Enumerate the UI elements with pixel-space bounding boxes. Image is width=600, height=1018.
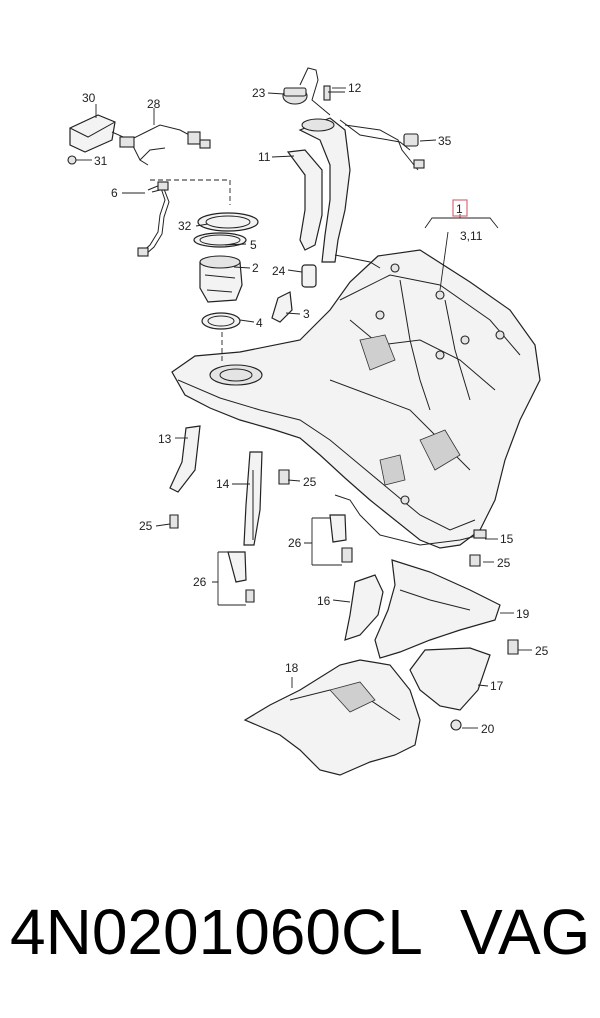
part-number-label: 4N0201060CL xyxy=(10,896,423,968)
heat-shield-17 xyxy=(409,647,491,731)
leader-lines xyxy=(76,87,532,729)
callout-3: 3 xyxy=(303,307,310,321)
callout-31: 31 xyxy=(94,154,108,168)
callout-14: 14 xyxy=(216,477,230,491)
bolts-25 xyxy=(169,469,519,655)
callout-1: 1 xyxy=(456,202,463,216)
callout-12: 12 xyxy=(348,81,362,95)
callout-15: 15 xyxy=(500,532,514,546)
callout-24: 24 xyxy=(272,264,286,278)
fuel-cap xyxy=(282,67,345,116)
filler-neck xyxy=(286,117,411,269)
callout-17: 17 xyxy=(490,679,504,693)
callout-1-highlight-box xyxy=(452,199,468,217)
bracket-3 xyxy=(271,291,293,323)
strap-14 xyxy=(243,451,263,546)
callout-32: 32 xyxy=(178,219,192,233)
callout-5: 5 xyxy=(250,238,257,252)
callout-6: 6 xyxy=(111,186,118,200)
callout-13: 13 xyxy=(158,432,172,446)
callout-3-11: 3,11 xyxy=(460,229,483,243)
callout-26-b: 26 xyxy=(288,536,302,550)
callout-11: 11 xyxy=(258,150,271,164)
sleeve-24 xyxy=(301,264,317,288)
callout-23: 23 xyxy=(252,86,266,100)
fuel-tank xyxy=(171,249,541,549)
underbody-panel-18 xyxy=(243,659,421,776)
pipe-15 xyxy=(334,494,487,546)
callout-35: 35 xyxy=(438,134,452,148)
strap-13 xyxy=(169,425,201,493)
brand-label: VAG xyxy=(460,896,591,968)
callout-18: 18 xyxy=(285,661,299,675)
callout-25-b: 25 xyxy=(303,475,317,489)
fuel-pump-assembly xyxy=(150,179,259,362)
callout-28: 28 xyxy=(147,97,161,111)
sensor-35 xyxy=(344,124,425,171)
callout-25-a: 25 xyxy=(139,519,153,533)
callout-25-c: 25 xyxy=(497,556,511,570)
fuel-tank-exploded-diagram: 1 3,11 30 31 28 6 32 5 2 4 3 24 11 23 12… xyxy=(67,67,549,776)
callout-19: 19 xyxy=(516,607,530,621)
callout-16: 16 xyxy=(317,594,331,608)
callout-25-d: 25 xyxy=(535,644,549,658)
wire-harness xyxy=(137,181,170,257)
callout-26-a: 26 xyxy=(193,575,207,589)
control-unit xyxy=(67,114,211,166)
callout-4: 4 xyxy=(256,316,263,330)
callout-30: 30 xyxy=(82,91,96,105)
callout-20: 20 xyxy=(481,722,495,736)
heat-shield-16 xyxy=(344,574,384,641)
callout-2: 2 xyxy=(252,261,259,275)
heat-shield-19 xyxy=(374,559,501,659)
callout-labels: 1 3,11 30 31 28 6 32 5 2 4 3 24 11 23 12… xyxy=(82,81,549,736)
brackets-26 xyxy=(227,514,347,583)
